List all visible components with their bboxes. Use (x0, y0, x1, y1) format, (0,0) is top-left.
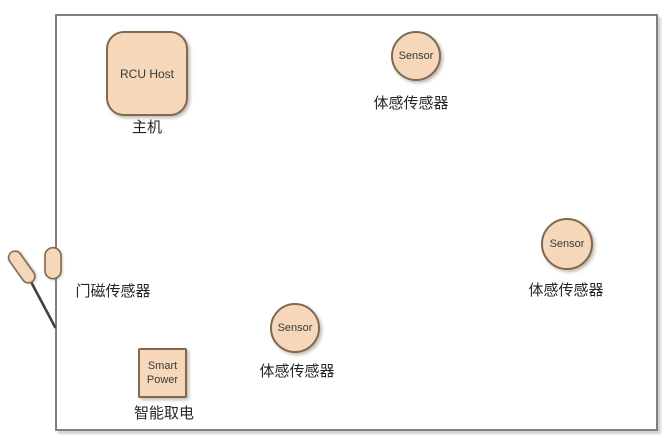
motion-sensor-middle-node: Sensor (270, 303, 320, 353)
door-sensor-group (7, 246, 62, 329)
door-sensor-label: 门磁传感器 (75, 283, 151, 300)
door-magnet-icon (7, 250, 36, 284)
motion-sensor-right-node: Sensor (541, 218, 593, 270)
smart-power-text-line1: Smart (147, 359, 178, 372)
rcu-host-label: 主机 (131, 119, 162, 136)
smart-power-label: 智能取电 (133, 405, 194, 422)
door-frame-magnet-icon (44, 246, 62, 280)
motion-sensor-middle-text: Sensor (277, 322, 313, 334)
motion-sensor-top-node: Sensor (391, 31, 441, 81)
motion-sensor-top-text: Sensor (398, 50, 434, 62)
rcu-host-node: RCU Host (106, 31, 188, 116)
motion-sensor-right-text: Sensor (549, 238, 585, 250)
door-swing-line (27, 276, 57, 329)
motion-sensor-middle-label: 体感传感器 (259, 363, 335, 380)
rcu-host-text: RCU Host (119, 66, 174, 81)
smart-power-text-line2: Power (146, 374, 179, 386)
motion-sensor-right-label: 体感传感器 (528, 282, 604, 299)
smart-power-node: Smart Power (138, 348, 187, 398)
motion-sensor-top-label: 体感传感器 (373, 95, 449, 112)
